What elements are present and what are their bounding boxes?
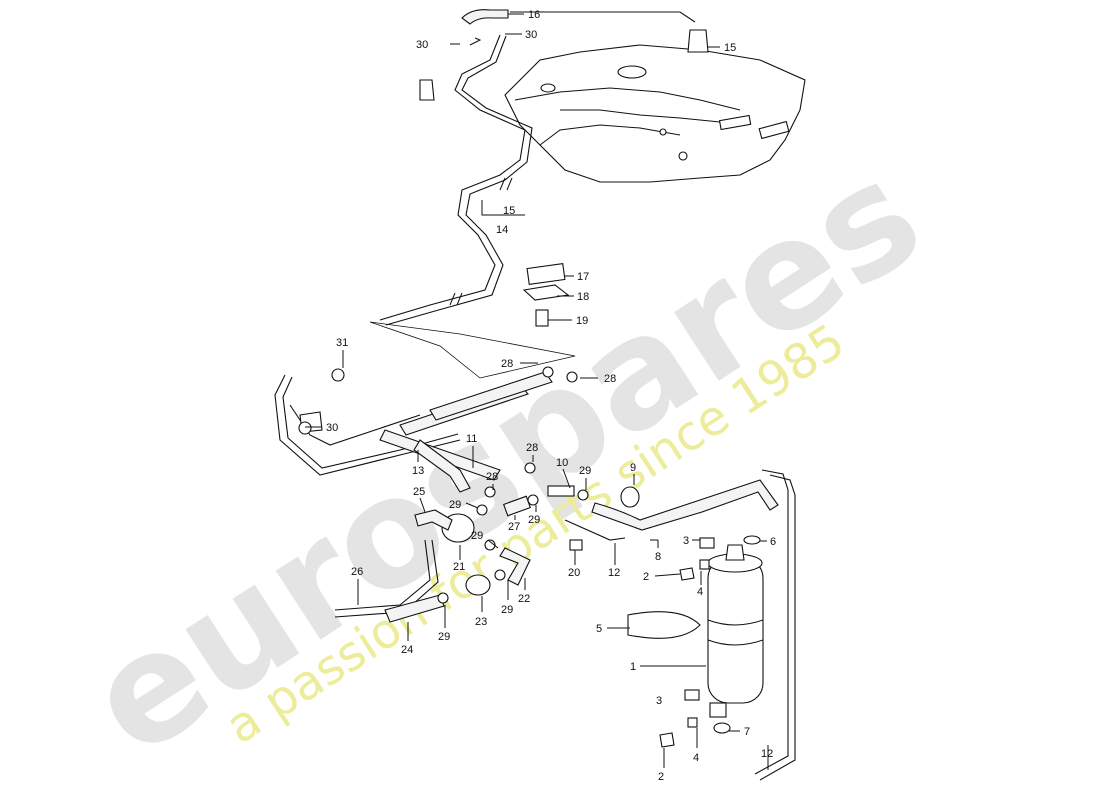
callout-13: 13 xyxy=(412,465,424,477)
callout-19: 19 xyxy=(576,315,588,327)
callout-29-b: 29 xyxy=(449,499,461,511)
callout-10: 10 xyxy=(556,457,568,469)
callout-20: 20 xyxy=(568,567,580,579)
leader-lines xyxy=(305,13,769,770)
vent-lines xyxy=(379,9,709,326)
clip-parts xyxy=(522,262,570,327)
sleeve-19 xyxy=(535,309,549,327)
grommet-20 xyxy=(569,539,583,551)
lower-fittings xyxy=(298,366,796,781)
callout-5: 5 xyxy=(596,623,602,635)
callout-26: 26 xyxy=(351,566,363,578)
callout-16: 16 xyxy=(528,9,540,21)
valve-23 xyxy=(465,574,491,596)
hose-24 xyxy=(384,594,445,623)
callout-2-bottom: 2 xyxy=(658,771,664,783)
callout-15-mid: 15 xyxy=(503,205,515,217)
callout-29-f: 29 xyxy=(438,631,450,643)
screw-2b xyxy=(659,732,675,748)
callout-18: 18 xyxy=(577,291,589,303)
callout-14: 14 xyxy=(496,224,508,236)
clip-3b xyxy=(684,689,700,701)
clip-17 xyxy=(526,262,566,286)
callout-29-e: 29 xyxy=(501,604,513,616)
cap-6 xyxy=(743,535,761,545)
callout-12-mid: 12 xyxy=(608,567,620,579)
vent-hose-16 xyxy=(461,9,509,25)
callout-28-c: 28 xyxy=(526,442,538,454)
bracket-18 xyxy=(522,284,570,301)
callout-30-top-right: 30 xyxy=(525,29,537,41)
callout-3-bottom: 3 xyxy=(656,695,662,707)
fuel-tank xyxy=(504,44,806,183)
callout-22: 22 xyxy=(518,593,530,605)
charcoal-canister xyxy=(627,535,764,748)
callout-4-bottom: 4 xyxy=(693,752,699,764)
callout-17: 17 xyxy=(577,271,589,283)
callout-11: 11 xyxy=(466,433,477,445)
callout-29-c: 29 xyxy=(528,514,540,526)
callout-12-bottom: 12 xyxy=(761,748,773,760)
screw-2a xyxy=(679,567,695,581)
callout-25: 25 xyxy=(413,486,425,498)
callout-21: 21 xyxy=(453,561,465,573)
callout-29-a: 29 xyxy=(579,465,591,477)
callout-30-mid: 30 xyxy=(326,422,338,434)
callout-29-d: 29 xyxy=(471,530,483,542)
callout-9: 9 xyxy=(630,462,636,474)
connector-part xyxy=(419,79,435,101)
callout-8: 8 xyxy=(655,551,661,563)
nut-4a xyxy=(699,559,710,570)
grommet-9 xyxy=(620,486,640,508)
callout-28-a: 28 xyxy=(501,358,513,370)
vent-valve-15 xyxy=(687,29,709,53)
callout-labels: 16 30 30 15 15 14 17 18 19 31 28 28 30 1… xyxy=(326,9,776,783)
callout-3-top: 3 xyxy=(683,535,689,547)
t-piece-10 xyxy=(547,485,575,497)
callout-15-top: 15 xyxy=(724,42,736,54)
callout-31: 31 xyxy=(336,337,348,349)
hose-25 xyxy=(414,509,453,531)
callout-6: 6 xyxy=(770,536,776,548)
callout-28-d: 28 xyxy=(486,471,498,483)
callout-2-top: 2 xyxy=(643,571,649,583)
callout-27: 27 xyxy=(508,521,520,533)
strap-5 xyxy=(627,611,701,639)
callout-28-b: 28 xyxy=(604,373,616,385)
cap-7 xyxy=(713,722,731,734)
clip-3a xyxy=(699,537,715,549)
callout-24: 24 xyxy=(401,644,413,656)
callout-23: 23 xyxy=(475,616,487,628)
callout-4-top: 4 xyxy=(697,586,703,598)
callout-1: 1 xyxy=(630,661,636,673)
nut-4b xyxy=(687,717,698,728)
callout-7: 7 xyxy=(744,726,750,738)
callout-30-top-left: 30 xyxy=(416,39,428,51)
